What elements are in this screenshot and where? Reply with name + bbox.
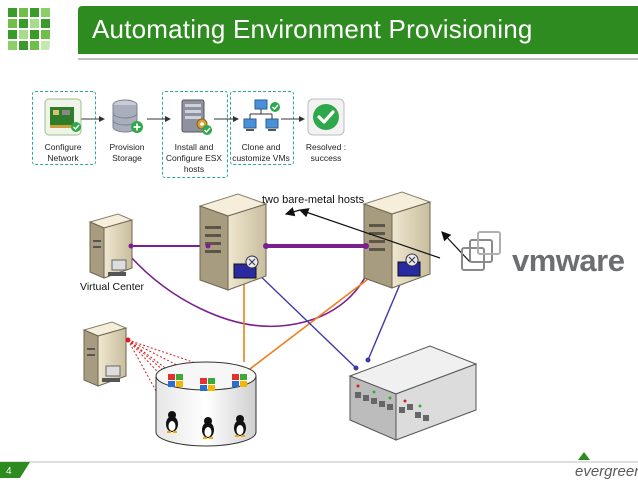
step-label-line2: Storage (112, 153, 142, 163)
linux-vm-icons (166, 411, 246, 439)
workflow-step-clone-vms: Clone and customize VMs (230, 97, 292, 164)
client-server-icon (82, 321, 131, 387)
callout-arrows (284, 207, 471, 263)
orange-links (243, 275, 373, 373)
step-label-line2: Network (47, 153, 79, 163)
step-label-line1: Install and (174, 142, 214, 152)
purple-links (129, 244, 373, 328)
title-underline (78, 58, 638, 60)
step-frame-install-esx (162, 91, 228, 178)
database-icon (112, 99, 143, 133)
step-label-line1: Configure (44, 142, 82, 152)
server-config-icon (181, 99, 212, 135)
network-computers-icon (243, 99, 280, 131)
step-label-line1: Resolved : (305, 142, 347, 152)
vmware-logo-icon (461, 231, 501, 271)
network-card-icon (44, 98, 82, 136)
workflow-step-configure-network: Configure Network (34, 97, 92, 164)
workflow-step-provision-storage: Provision Storage (100, 97, 154, 164)
step-label-line2: Configure ESX (165, 153, 223, 163)
step-label-line1: Provision (109, 142, 145, 152)
windows-vm-icons (168, 374, 247, 391)
slide-title: Automating Environment Provisioning (92, 14, 533, 44)
esx-host-server-icon (198, 193, 269, 291)
page-number: 4 (6, 466, 12, 477)
vmware-logo-text: vmware (512, 243, 625, 278)
network-switch-icon (348, 345, 478, 441)
step-label-line2: success (310, 153, 342, 163)
virtual-center-server-icon (88, 213, 134, 279)
success-check-icon (307, 98, 345, 136)
esx-host-server-icon (362, 191, 432, 289)
step-label-line1: Clone and (241, 142, 281, 152)
workflow-step-install-esx: Install and Configure ESX hosts (164, 97, 224, 175)
step-label-line3: hosts (183, 164, 205, 174)
evergreen-brand: evergreen (575, 463, 638, 480)
title-bar (78, 6, 638, 54)
bare-metal-hosts-callout: two bare-metal hosts (262, 194, 365, 206)
slide-header: Automating Environment Provisioning (0, 0, 638, 62)
workflow-step-resolved: Resolved : success (298, 97, 354, 164)
step-label-line2: customize VMs (232, 153, 290, 163)
green-grid-logo-icon (8, 8, 72, 56)
virtual-center-label: Virtual Center (80, 281, 145, 293)
step-frame-configure-network (32, 91, 96, 165)
step-frame-clone-vms (230, 91, 294, 165)
